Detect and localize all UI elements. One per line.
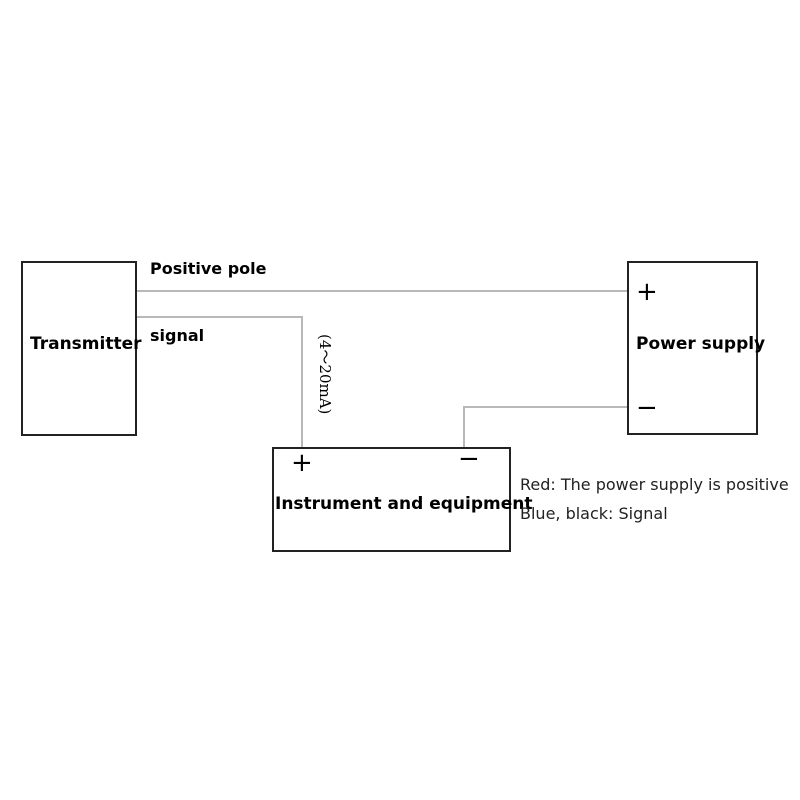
legend-red-note: Red: The power supply is positive	[520, 475, 789, 494]
transmitter-box	[21, 261, 137, 436]
wire-negative-vertical	[463, 406, 465, 447]
power-supply-label: Power supply	[636, 334, 766, 354]
current-range-label: (4～20mA)	[316, 334, 334, 415]
instrument-negative-sign: −	[458, 444, 480, 474]
power-supply-box	[627, 261, 758, 435]
signal-label: signal	[150, 326, 205, 345]
wire-signal-horizontal	[137, 316, 303, 318]
instrument-box	[272, 447, 511, 552]
positive-pole-label: Positive pole	[150, 259, 267, 278]
power-supply-negative-sign: −	[636, 393, 658, 423]
legend-blue-black-note: Blue, black: Signal	[520, 504, 668, 523]
transmitter-label: Transmitter	[30, 334, 142, 354]
wire-signal-vertical	[301, 316, 303, 447]
instrument-positive-sign: +	[291, 448, 313, 478]
power-supply-positive-sign: +	[636, 277, 658, 307]
wire-positive-pole	[137, 290, 627, 292]
wire-negative-horizontal	[463, 406, 627, 408]
instrument-label: Instrument and equipment	[275, 494, 533, 514]
